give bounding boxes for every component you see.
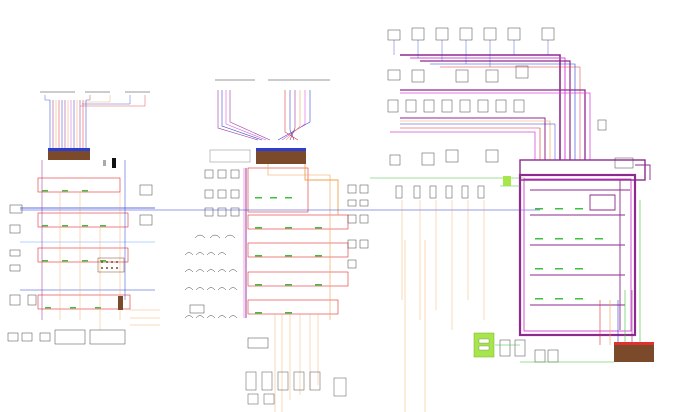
terminal-block-top [256,148,306,151]
panel-internal-wiring [530,164,651,330]
left-fanout-wires [44,95,146,107]
orange-loop-wire [267,164,331,320]
panel-green-indicators [535,208,603,300]
main-control-panel [518,173,637,337]
relay-black [112,158,116,168]
right-orange-drops [401,200,485,412]
bottom-terminal-top [614,342,654,345]
panel-header-bus [519,159,646,181]
plc-rack-m3 [247,242,349,258]
terminal-strip [118,296,123,310]
left-side-components [7,184,153,345]
right-schematic-sheet [20,27,654,412]
bottom-terminal-block [614,342,654,362]
green-indicators [42,190,106,309]
left-schematic-sheet [7,91,160,345]
orange-loop-wire [304,164,339,215]
bottom-legend-boxes [245,371,347,405]
terminal-block [256,148,306,164]
terminal-block-top [48,148,90,151]
power-supply-display [478,345,490,351]
right-top-purple-bundle [390,54,591,160]
green-indicators [255,197,322,314]
left-bus-bundle [49,100,87,150]
plc-rack-3 [37,247,129,263]
plc-rack-1 [37,177,121,193]
middle-schematic-sheet [184,79,369,412]
middle-bus-bundle [217,90,311,141]
panel-exit-wires [599,200,641,345]
plc-rack-2 [37,212,129,228]
plc-rack-m1 [247,167,309,213]
note-box [209,149,251,163]
module-drop-wires [393,40,549,67]
mid-module-row [389,149,499,199]
middle-left-components [184,169,240,319]
connector-pins [101,261,118,269]
plc-rack-m5 [247,299,339,315]
top-module-row [387,27,555,113]
middle-right-components [189,184,369,349]
green-relay [503,176,511,186]
plc-rack-4 [37,294,131,310]
relay-gray [103,160,106,166]
power-supply-display [478,338,490,344]
main-control-panel-inner [523,178,632,332]
plc-rack-m4 [247,271,349,287]
orange-wires [59,192,160,330]
connector-grid [97,257,125,273]
power-supply-module [473,332,495,358]
